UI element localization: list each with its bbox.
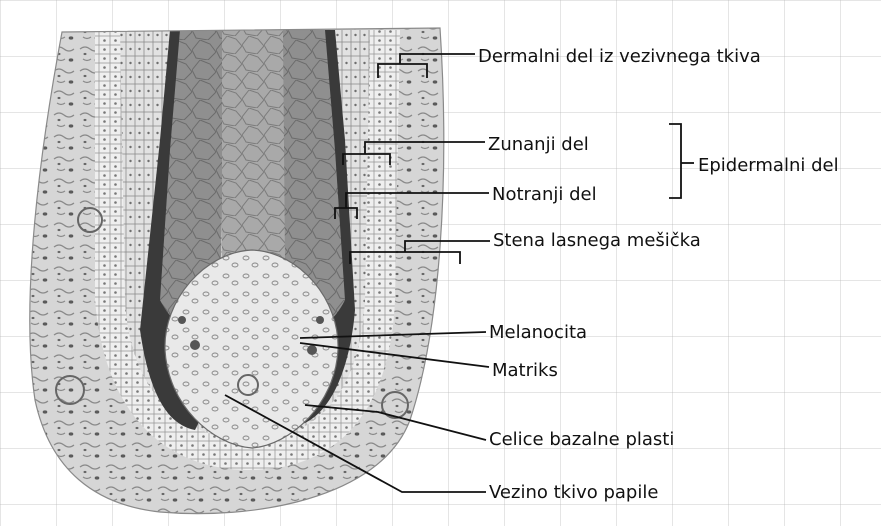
medulla xyxy=(222,30,285,262)
melanocyte-dot xyxy=(316,316,324,324)
label-wall: Stena lasnega mešička xyxy=(493,230,701,252)
label-inner: Notranji del xyxy=(492,184,597,206)
label-basal: Celice bazalne plasti xyxy=(489,429,674,451)
label-dermal: Dermalni del iz vezivnega tkiva xyxy=(478,46,761,68)
label-papilla: Vezino tkivo papile xyxy=(489,482,658,504)
label-epidermal: Epidermalni del xyxy=(698,155,839,177)
melanocyte-dot xyxy=(190,340,200,350)
melanocyte-dot xyxy=(178,316,186,324)
melanocyte-dot xyxy=(307,345,317,355)
label-matrix: Matriks xyxy=(492,360,558,382)
label-melanocyte: Melanocita xyxy=(489,322,587,344)
brace-epidermal xyxy=(669,124,681,198)
label-outer: Zunanji del xyxy=(488,134,589,156)
follicle-illustration xyxy=(0,0,460,526)
